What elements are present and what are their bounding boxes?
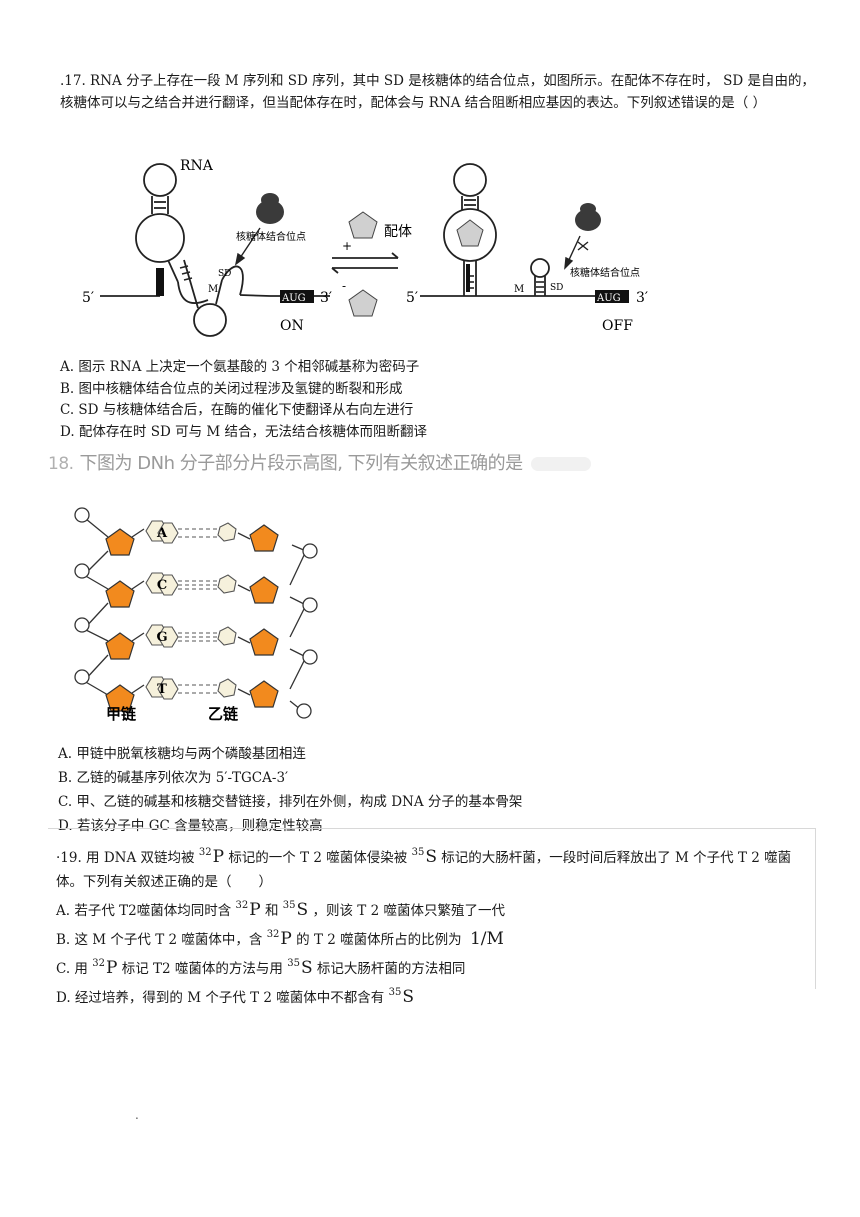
q19-option-c[interactable]: C. 用 32P 标记 T2 噬菌体的方法与用 35S 标记大肠杆菌的方法相同 [56,958,466,978]
base-t: T [157,682,167,697]
base-c: C [157,578,167,593]
ligand-pentagon-icon [348,211,378,239]
page-dot: . [135,1108,139,1122]
svg-text:配体: 配体 [384,224,412,240]
isotope-s35: 35S [411,847,437,867]
svg-text:3′: 3′ [636,290,648,306]
q17-option-b[interactable]: B. 图中核糖体结合位点的关闭过程涉及氢键的断裂和形成 [60,380,403,397]
q18-option-b[interactable]: B. 乙链的碱基序列依次为 5′-TGCA-3′ [58,770,289,786]
svg-text:5′: 5′ [82,290,94,306]
q18-option-d[interactable]: D. 若该分子中 GC 含量较高，则稳定性较高 [58,818,323,834]
svg-text:SD: SD [550,283,563,293]
svg-text:3′: 3′ [320,290,332,306]
question-19-stem: ·19. 用 DNA 双链均被 32P 标记的一个 T 2 噬菌体侵染被 35S… [56,847,792,890]
base-a: A [156,526,168,541]
question-18-number: 18. [48,454,74,474]
question-18-options: A. 甲链中脱氧核糖均与两个磷酸基团相连 B. 乙链的碱基序列依次为 5′-TG… [58,742,522,838]
svg-text:+: + [342,239,352,253]
fraction-1-over-m: 1/M [469,929,504,949]
svg-text:RNA: RNA [180,158,214,174]
svg-text:ON: ON [280,318,304,334]
svg-text:AUG: AUG [281,293,306,304]
q18-option-a[interactable]: A. 甲链中脱氧核糖均与两个磷酸基团相连 [58,746,306,762]
question-19-box: ·19. 用 DNA 双链均被 32P 标记的一个 T 2 噬菌体侵染被 35S… [48,828,816,1007]
svg-text:5′: 5′ [406,290,418,306]
q17-option-c[interactable]: C. SD 与核糖体结合后，在酶的催化下使翻译从右向左进行 [60,402,414,418]
svg-text:OFF: OFF [602,318,633,334]
ligand-pentagon-icon [348,289,378,317]
svg-text:M: M [208,284,218,295]
svg-text:核糖体结合位点: 核糖体结合位点 [570,266,640,279]
question-17-stem: .17. RNA 分子上存在一段 M 序列和 SD 序列，其中 SD 是核糖体的… [60,73,815,111]
question-18-text: 下图为 DNh 分子部分片段示高图, 下列有关叙述正确的是 [79,453,524,474]
q19-option-d[interactable]: D. 经过培养，得到的 M 个子代 T 2 噬菌体中不都含有 35S [56,987,414,1007]
svg-text:SD: SD [218,269,231,279]
q19-option-b[interactable]: B. 这 M 个子代 T 2 噬菌体中，含 32P 的 T 2 噬菌体所占的比例… [56,929,504,949]
question-17-options: A. 图示 RNA 上决定一个氨基酸的 3 个相邻碱基称为密码子 B. 图中核糖… [60,357,427,443]
right-chain-label: 乙链 [208,705,239,723]
q18-option-c[interactable]: C. 甲、乙链的碱基和核糖交替链接，排列在外侧，构成 DNA 分子的基本骨架 [58,794,523,810]
q17-option-d[interactable]: D. 配体存在时 SD 可与 M 结合，无法结合核糖体而阻断翻译 [60,423,427,440]
svg-text:-: - [342,279,346,293]
question-19: ·19. 用 DNA 双链均被 32P 标记的一个 T 2 噬菌体侵染被 35S… [56,841,816,1010]
svg-text:核糖体结合位点: 核糖体结合位点 [236,230,306,243]
question-18-stem: 18.下图为 DNh 分子部分片段示高图, 下列有关叙述正确的是 [48,449,591,475]
ribosome-icon-blocked [575,209,601,231]
base-g: G [156,630,167,645]
svg-text:M: M [514,284,524,295]
answer-blank [530,457,591,471]
left-chain-label: 甲链 [106,705,137,723]
isotope-p32: 32P [198,847,225,867]
rna-riboswitch-figure: RNA 配体 核糖体结合位点 核糖体结合位点 SD SD M M 5′ 5′ 3… [82,158,648,337]
bound-ligand-icon [456,219,484,247]
q17-option-a[interactable]: A. 图示 RNA 上决定一个氨基酸的 3 个相邻碱基称为密码子 [60,359,420,375]
dna-fragment-figure: A C G T 甲链 乙链 [74,507,318,723]
svg-text:AUG: AUG [596,293,621,304]
ribosome-icon [256,200,284,224]
q19-option-a[interactable]: A. 若子代 T2噬菌体均同时含 32P 和 35S ，则该 T 2 噬菌体只繁… [56,900,505,920]
